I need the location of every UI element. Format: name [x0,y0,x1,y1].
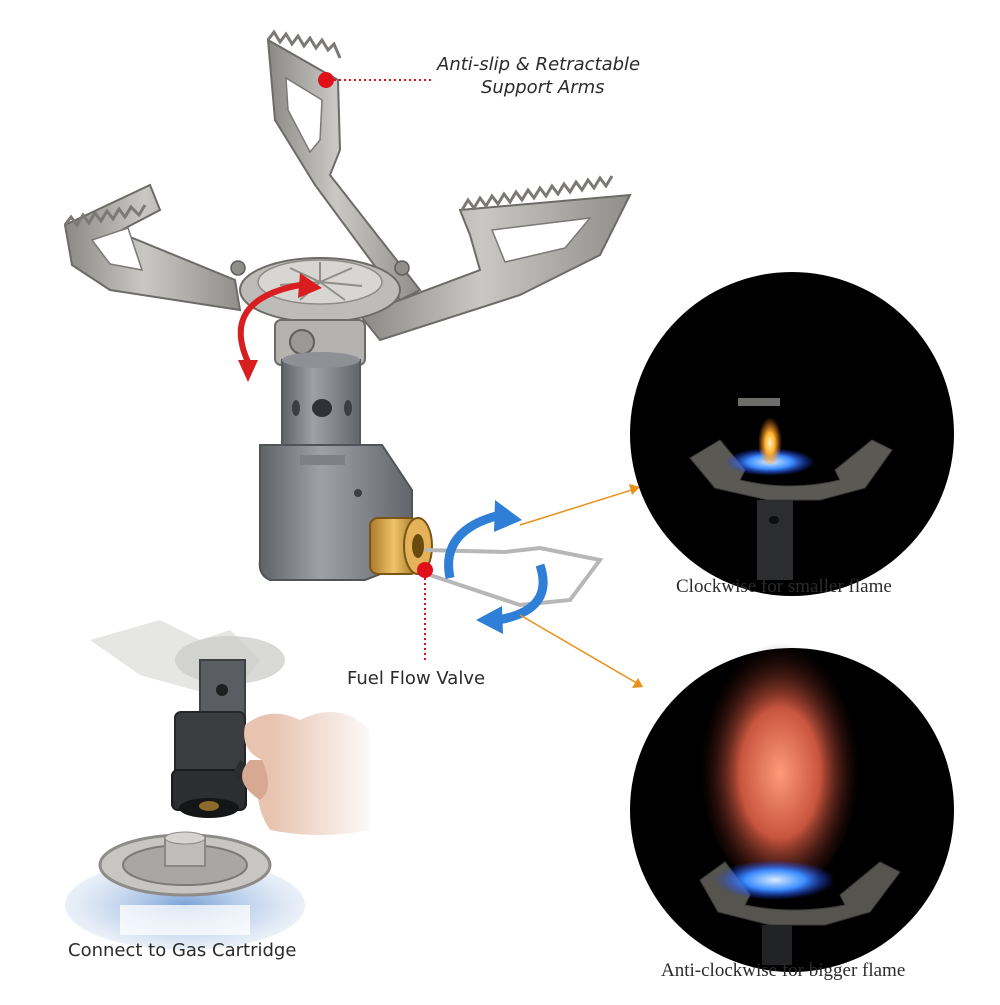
small-flame-photo [630,272,954,596]
support-arms-label-line2: Support Arms [481,77,605,98]
bigger-flame-label: Anti-clockwise for bigger flame [661,960,906,981]
cartridge-scene [65,620,380,950]
stove-main [63,29,632,608]
support-arms-label: Anti-slip & Retractable Support Arms [437,54,677,98]
big-flame-photo [630,630,954,972]
gas-cartridge-label: Connect to Gas Cartridge [68,940,297,961]
smaller-flame-label: Clockwise for smaller flame [676,576,892,597]
fuel-valve-label: Fuel Flow Valve [347,668,486,689]
valve-rotate-arrows-icon [444,500,548,634]
marker-fuel-valve [417,562,433,660]
support-arms-label-line1: Anti-slip & Retractable [437,54,641,75]
pointer-arrows [519,484,643,688]
rotate-arrow-icon [237,273,322,382]
marker-support-arms [318,72,432,88]
support-arm-left [63,183,242,312]
